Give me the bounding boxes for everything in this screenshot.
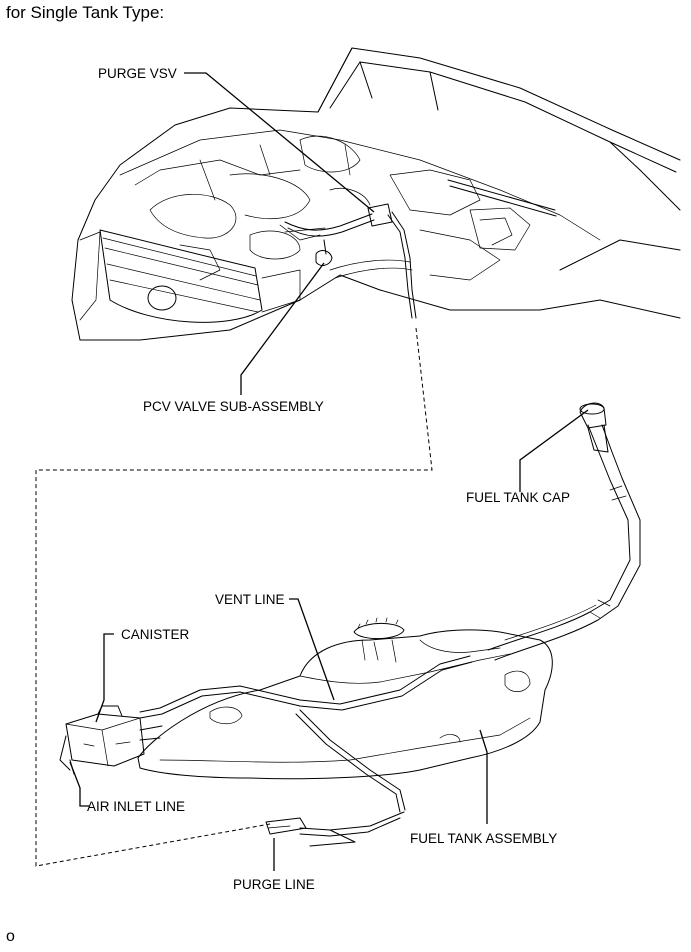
fuel-tank-assembly-label: FUEL TANK ASSEMBLY [410,831,557,846]
fuel-tank-cap-label: FUEL TANK CAP [466,490,570,505]
air-inlet-line-label: AIR INLET LINE [87,799,185,814]
purge-line-label: PURGE LINE [233,877,315,892]
figure-code: o [6,928,15,945]
vehicle-front-illustration [71,47,681,341]
leader-lines [69,72,589,871]
page-title: for Single Tank Type: [6,3,165,22]
canister-label: CANISTER [121,627,190,642]
vent-line-label: VENT LINE [215,592,285,607]
pcv-valve-label: PCV VALVE SUB-ASSEMBLY [143,399,324,414]
purge-vsv-label: PURGE VSV [98,66,177,81]
